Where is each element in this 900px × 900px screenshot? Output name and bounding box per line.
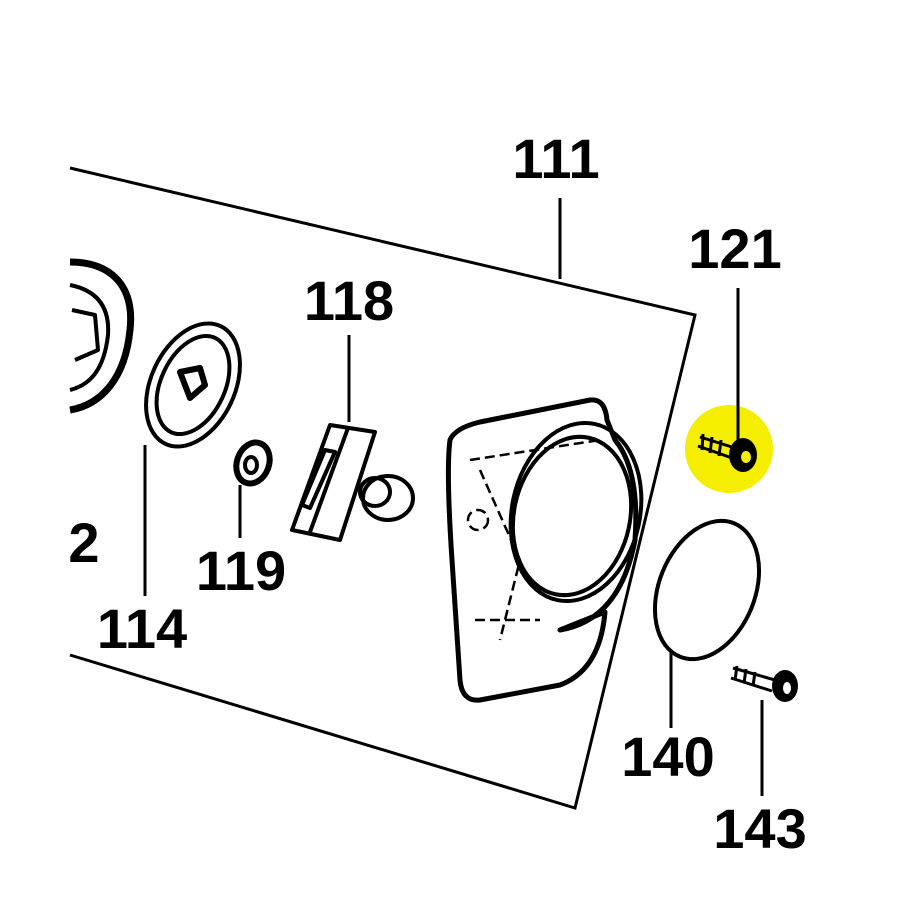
label-112-partial: 2 [68, 511, 99, 574]
label-119: 119 [196, 539, 286, 602]
part-111-housing [445, 397, 644, 703]
assembly-panel-outline [69, 166, 697, 810]
part-114-spring [144, 321, 242, 449]
part-118-pawl [290, 423, 415, 542]
label-121: 121 [688, 217, 781, 280]
part-112-pulley [69, 258, 135, 414]
label-143: 143 [713, 797, 806, 860]
label-111: 111 [512, 127, 599, 190]
part-143-screw [730, 665, 798, 702]
part-121-screw-highlighted [685, 405, 773, 493]
label-140: 140 [621, 725, 714, 788]
label-118: 118 [304, 269, 394, 332]
part-140-gasket [652, 518, 762, 662]
label-114: 114 [97, 597, 187, 660]
highlight-marker [685, 405, 773, 493]
part-119-washer [233, 439, 273, 487]
